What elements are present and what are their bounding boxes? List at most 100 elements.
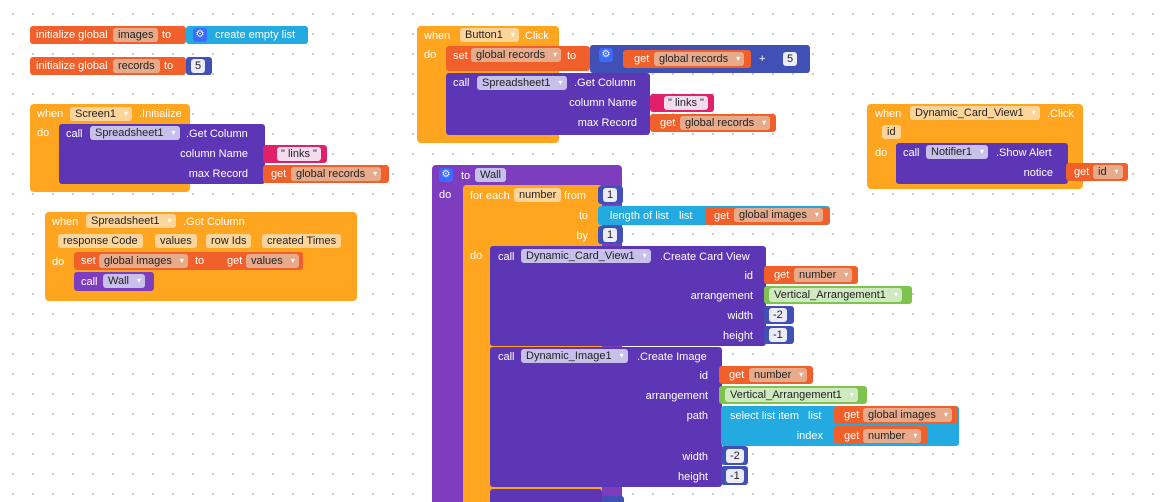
text-value-links[interactable]: " links ": [664, 96, 708, 110]
event-name-got-column: .Got Column: [183, 216, 245, 228]
text-value-links[interactable]: " links ": [277, 147, 321, 161]
kw-get: get: [660, 117, 676, 129]
param-response-code[interactable]: response Code: [58, 234, 143, 248]
kw-do: do: [52, 256, 65, 268]
kw-call: call: [498, 251, 515, 263]
component-dropdown-dynamic-card-view1[interactable]: Dynamic_Card_View1: [910, 106, 1040, 120]
component-dropdown-dynamic-image1[interactable]: Dynamic_Image1: [521, 349, 628, 363]
procedure-name-wall[interactable]: Wall: [475, 168, 506, 182]
arg-arrangement: arrangement: [690, 290, 753, 302]
component-dropdown-spreadsheet1[interactable]: Spreadsheet1: [90, 126, 180, 140]
method-create-image: .Create Image: [637, 351, 707, 363]
param-values[interactable]: values: [155, 234, 197, 248]
event-name-initialize: .Initialize: [139, 108, 182, 120]
kw-get: get: [729, 369, 745, 381]
component-dropdown-notifier1[interactable]: Notifier1: [926, 145, 988, 159]
variable-dropdown-global-images[interactable]: global images: [863, 408, 952, 422]
variable-dropdown-global-images[interactable]: global images: [99, 254, 188, 268]
arg-column-name: column Name: [569, 97, 637, 109]
number-block-partial[interactable]: [602, 496, 624, 502]
arg-list: list: [808, 410, 822, 422]
arg-notice: notice: [1023, 167, 1053, 179]
arg-height: height: [678, 471, 708, 483]
number-value[interactable]: -2: [769, 308, 787, 322]
next-statement-block-partial[interactable]: [490, 489, 602, 502]
arg-id: id: [744, 270, 753, 282]
create-empty-list-label: create empty list: [215, 29, 296, 41]
kw-call: call: [498, 351, 515, 363]
loop-variable-number[interactable]: number: [514, 188, 562, 202]
kw-do: do: [424, 49, 437, 61]
variable-dropdown-global-records[interactable]: global records: [291, 167, 382, 181]
component-dropdown-button1[interactable]: Button1: [460, 28, 519, 42]
param-created-times[interactable]: created Times: [262, 234, 342, 248]
kw-get: get: [271, 168, 287, 180]
kw-by: by: [576, 230, 588, 242]
arg-max-record: max Record: [188, 168, 248, 180]
number-value[interactable]: 5: [191, 59, 206, 73]
component-dropdown-vertical-arrangement1[interactable]: Vertical_Arrangement1: [725, 388, 858, 402]
variable-dropdown-number[interactable]: number: [749, 368, 808, 382]
arg-index: index: [796, 430, 823, 442]
kw-to: to: [195, 255, 205, 267]
kw-when: when: [52, 216, 79, 228]
kw-for-each: for each: [470, 190, 510, 202]
number-value[interactable]: -1: [726, 469, 744, 483]
select-list-item-label: select list item: [730, 410, 800, 422]
kw-get: get: [714, 210, 730, 222]
component-dropdown-vertical-arrangement1[interactable]: Vertical_Arrangement1: [769, 288, 902, 302]
param-id[interactable]: id: [882, 125, 901, 139]
kw-call: call: [66, 128, 83, 140]
number-value[interactable]: 1: [603, 188, 618, 202]
variable-dropdown-global-records[interactable]: global records: [654, 52, 745, 66]
arg-width: width: [682, 451, 708, 463]
number-value[interactable]: -1: [769, 328, 787, 342]
kw-do: do: [470, 250, 483, 262]
var-name-records[interactable]: records: [113, 59, 160, 73]
procedure-dropdown-wall[interactable]: Wall: [103, 274, 145, 288]
number-value[interactable]: 5: [783, 52, 798, 66]
number-value[interactable]: -2: [726, 449, 744, 463]
arg-width: width: [727, 310, 753, 322]
arg-height: height: [723, 330, 753, 342]
variable-dropdown-id[interactable]: id: [1093, 165, 1123, 179]
kw-to: to: [162, 29, 172, 41]
kw-when: when: [37, 108, 64, 120]
kw-call: call: [81, 276, 98, 288]
var-name-images[interactable]: images: [113, 28, 159, 42]
kw-to: to: [578, 210, 588, 222]
kw-do: do: [37, 127, 50, 139]
kw-call: call: [453, 77, 470, 89]
component-dropdown-dynamic-card-view1[interactable]: Dynamic_Card_View1: [521, 249, 651, 263]
create-image-call-block[interactable]: [490, 347, 722, 487]
component-dropdown-spreadsheet1[interactable]: Spreadsheet1: [477, 76, 567, 90]
variable-dropdown-global-images[interactable]: global images: [734, 208, 823, 222]
variable-dropdown-number[interactable]: number: [863, 429, 922, 443]
kw-to: to: [567, 50, 577, 62]
method-create-card-view: .Create Card View: [660, 251, 750, 263]
variable-dropdown-number[interactable]: number: [794, 268, 853, 282]
kw-get: get: [634, 53, 650, 65]
gear-icon[interactable]: ⚙: [193, 28, 207, 42]
kw-get: get: [844, 409, 860, 421]
kw-do: do: [439, 189, 452, 201]
component-dropdown-spreadsheet1[interactable]: Spreadsheet1: [86, 214, 176, 228]
gear-icon[interactable]: ⚙: [439, 168, 453, 182]
event-name-click: .Click: [522, 30, 549, 42]
gear-icon[interactable]: ⚙: [599, 48, 613, 62]
variable-dropdown-global-records[interactable]: global records: [471, 48, 562, 62]
kw-call: call: [903, 147, 920, 159]
arg-path: path: [686, 410, 708, 422]
variable-dropdown-global-records[interactable]: global records: [680, 116, 771, 130]
kw-from: from: [564, 190, 586, 202]
number-value[interactable]: 1: [603, 228, 618, 242]
arg-id: id: [699, 370, 708, 382]
arg-arrangement: arrangement: [645, 390, 708, 402]
component-dropdown-screen1[interactable]: Screen1: [70, 107, 132, 121]
create-empty-list-block[interactable]: [186, 26, 308, 44]
kw-set: set: [453, 50, 468, 62]
param-row-ids[interactable]: row Ids: [206, 234, 252, 248]
kw-initialize: initialize global: [36, 60, 108, 72]
arg-column-name: column Name: [180, 148, 248, 160]
variable-dropdown-values[interactable]: values: [246, 254, 299, 268]
